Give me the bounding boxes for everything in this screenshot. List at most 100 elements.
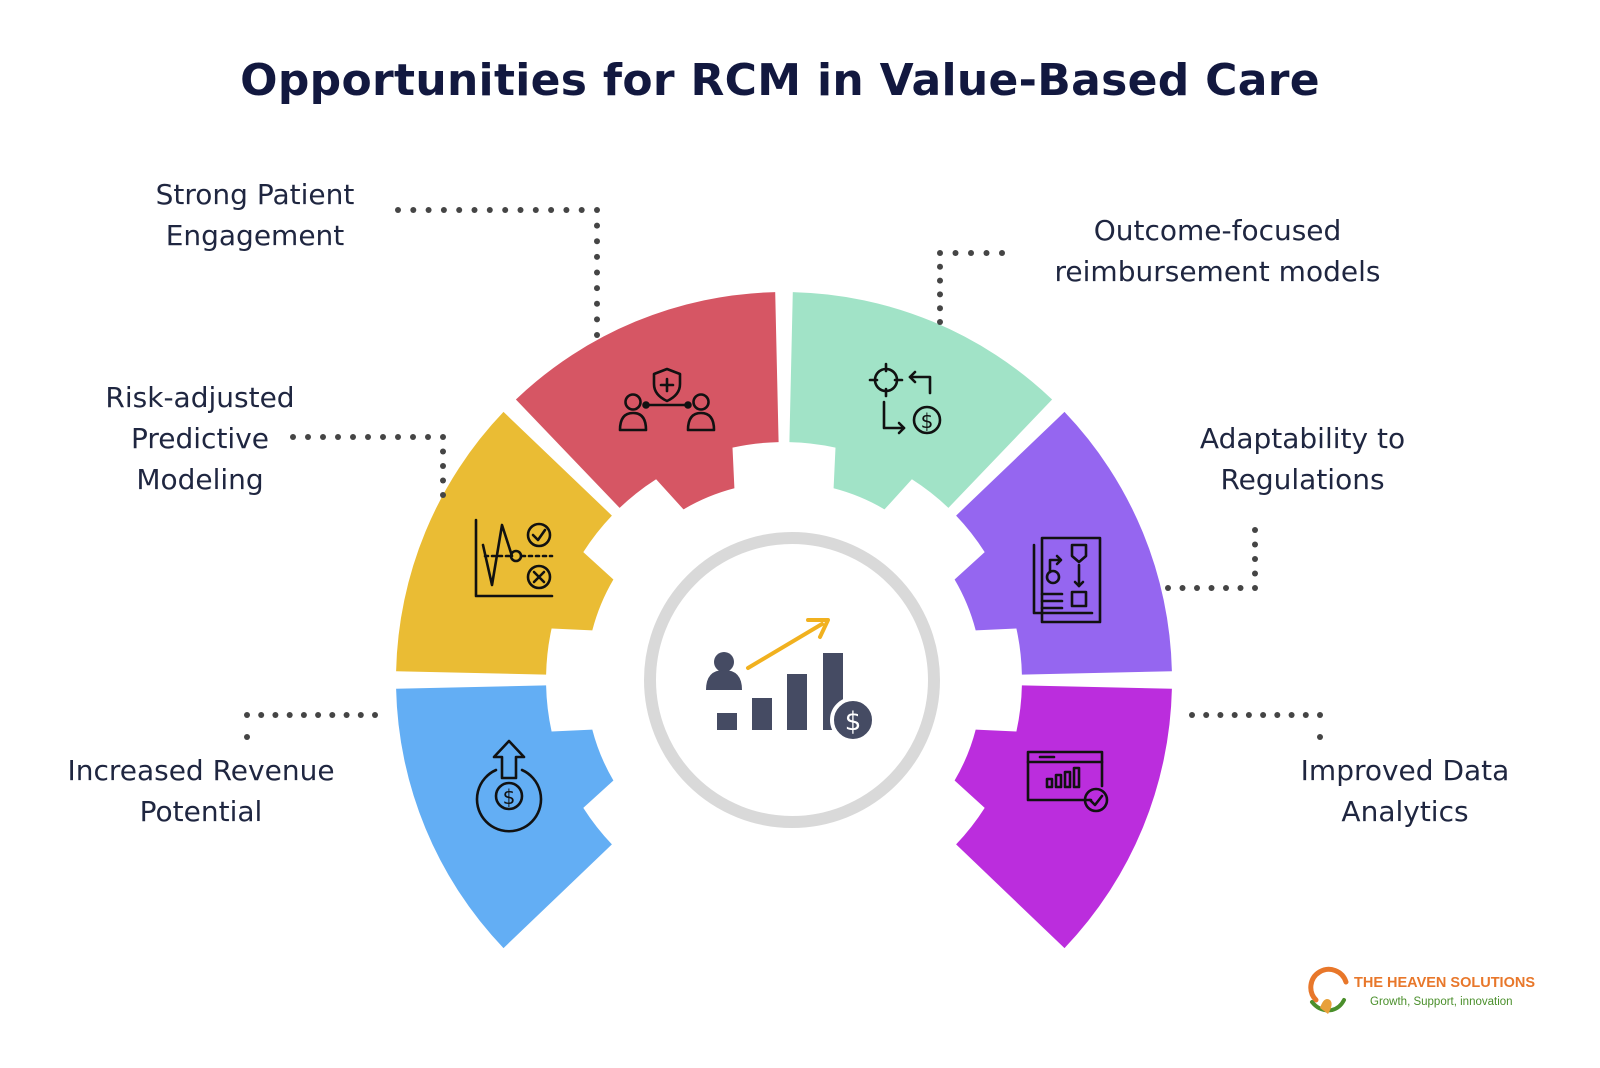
connector-dot: [594, 253, 600, 260]
money-growth-icon: $: [475, 739, 543, 833]
connector-dot: [410, 434, 416, 440]
connector-dot: [1288, 712, 1295, 718]
connector-dot: [372, 712, 378, 718]
connector-revenue: [244, 712, 378, 740]
connector-dot: [320, 434, 326, 440]
analysis-chart-icon: [474, 518, 554, 598]
connector-dot: [999, 250, 1005, 256]
connector-dot: [1274, 712, 1281, 718]
svg-text:$: $: [845, 707, 862, 737]
connector-dot: [471, 207, 478, 213]
connector-dot: [1260, 712, 1267, 718]
connector-dot: [937, 319, 943, 325]
connector-dot: [440, 492, 446, 498]
label-regulations: Adaptability to Regulations: [1185, 418, 1420, 500]
connector-dot: [937, 291, 943, 298]
connector-dot: [440, 463, 446, 469]
label-line: reimbursement models: [1054, 255, 1381, 288]
logo-tagline: Growth, Support, innovation: [1370, 996, 1513, 1008]
connector-dot: [594, 316, 600, 323]
connector-dot: [395, 434, 401, 440]
revenue-growth-chart-icon: $: [706, 618, 876, 743]
connector-dot: [594, 269, 600, 276]
svg-text:$: $: [921, 409, 934, 433]
connector-dot: [440, 434, 446, 440]
connector-dot: [1208, 585, 1215, 591]
connector-dot: [594, 207, 600, 213]
connector-dot: [440, 448, 446, 455]
connector-dot: [1165, 585, 1171, 591]
connector-dot: [272, 712, 279, 718]
patient-connection-icon: [618, 367, 716, 432]
connector-dot: [594, 285, 600, 292]
label-engagement: Strong Patient Engagement: [140, 174, 370, 256]
connector-dot: [1231, 712, 1238, 718]
connector-dot: [410, 207, 417, 213]
connector-dot: [365, 434, 371, 440]
connector-dot: [380, 434, 386, 440]
connector-dot: [563, 207, 570, 213]
connector-dot: [1245, 712, 1252, 718]
connector-dot: [532, 207, 539, 213]
segment-regulations: [954, 411, 1172, 675]
connector-dot: [594, 238, 600, 245]
connector-dot: [350, 434, 356, 440]
connector-dot: [244, 712, 250, 718]
connector-dot: [502, 207, 509, 213]
label-line: Modeling: [136, 463, 264, 496]
segment-engagement: [515, 292, 779, 510]
connector-regulations: [1165, 527, 1258, 591]
connector-dot: [937, 263, 943, 270]
connector-dot: [1252, 585, 1258, 591]
connector-dot: [1317, 734, 1323, 740]
connector-dot: [1179, 585, 1186, 591]
connector-predictive: [290, 434, 446, 498]
connector-dot: [937, 305, 943, 312]
logo-mark-icon: [1308, 966, 1349, 1014]
connector-dot: [968, 250, 974, 256]
label-line: Regulations: [1220, 463, 1385, 496]
label-line: Improved Data: [1300, 754, 1510, 787]
connector-dot: [440, 477, 446, 484]
connector-dot: [1302, 712, 1309, 718]
connector-dot: [1203, 712, 1210, 718]
label-revenue: Increased Revenue Potential: [45, 750, 357, 832]
connector-outcome: [937, 250, 1005, 325]
svg-text:$: $: [503, 785, 516, 809]
page-title: Opportunities for RCM in Value-Based Car…: [240, 55, 1320, 106]
connector-dot: [1252, 541, 1258, 548]
connector-dot: [1252, 570, 1258, 577]
company-logo: THE HEAVEN SOLUTIONS Growth, Support, in…: [1306, 966, 1566, 1026]
connector-dot: [425, 207, 432, 213]
connector-dot: [983, 250, 990, 256]
connector-dot: [1194, 585, 1200, 591]
segment-outcome: [789, 292, 1053, 510]
connector-dot: [1252, 527, 1258, 533]
connector-lines: [244, 207, 1323, 740]
connector-dot: [329, 712, 336, 718]
label-line: Potential: [139, 795, 263, 828]
label-line: Analytics: [1341, 795, 1469, 828]
label-line: Predictive: [130, 422, 270, 455]
connector-analytics: [1189, 712, 1323, 740]
connector-dot: [425, 434, 431, 440]
connector-dot: [937, 250, 943, 256]
connector-dot: [343, 712, 350, 718]
connector-dot: [486, 207, 493, 213]
connector-dot: [937, 277, 943, 284]
connector-dot: [594, 332, 600, 338]
label-line: Strong Patient: [155, 178, 355, 211]
connector-dot: [335, 434, 341, 440]
segment-analytics: [954, 685, 1172, 949]
connector-dot: [290, 434, 296, 440]
connector-dot: [578, 207, 585, 213]
label-predictive: Risk-adjusted Predictive Modeling: [90, 377, 310, 500]
connector-dot: [305, 434, 311, 440]
connector-dot: [548, 207, 555, 213]
connector-dot: [1217, 712, 1224, 718]
connector-dot: [1189, 712, 1195, 718]
connector-dot: [315, 712, 322, 718]
connector-dot: [395, 207, 401, 213]
label-line: Engagement: [165, 219, 345, 252]
